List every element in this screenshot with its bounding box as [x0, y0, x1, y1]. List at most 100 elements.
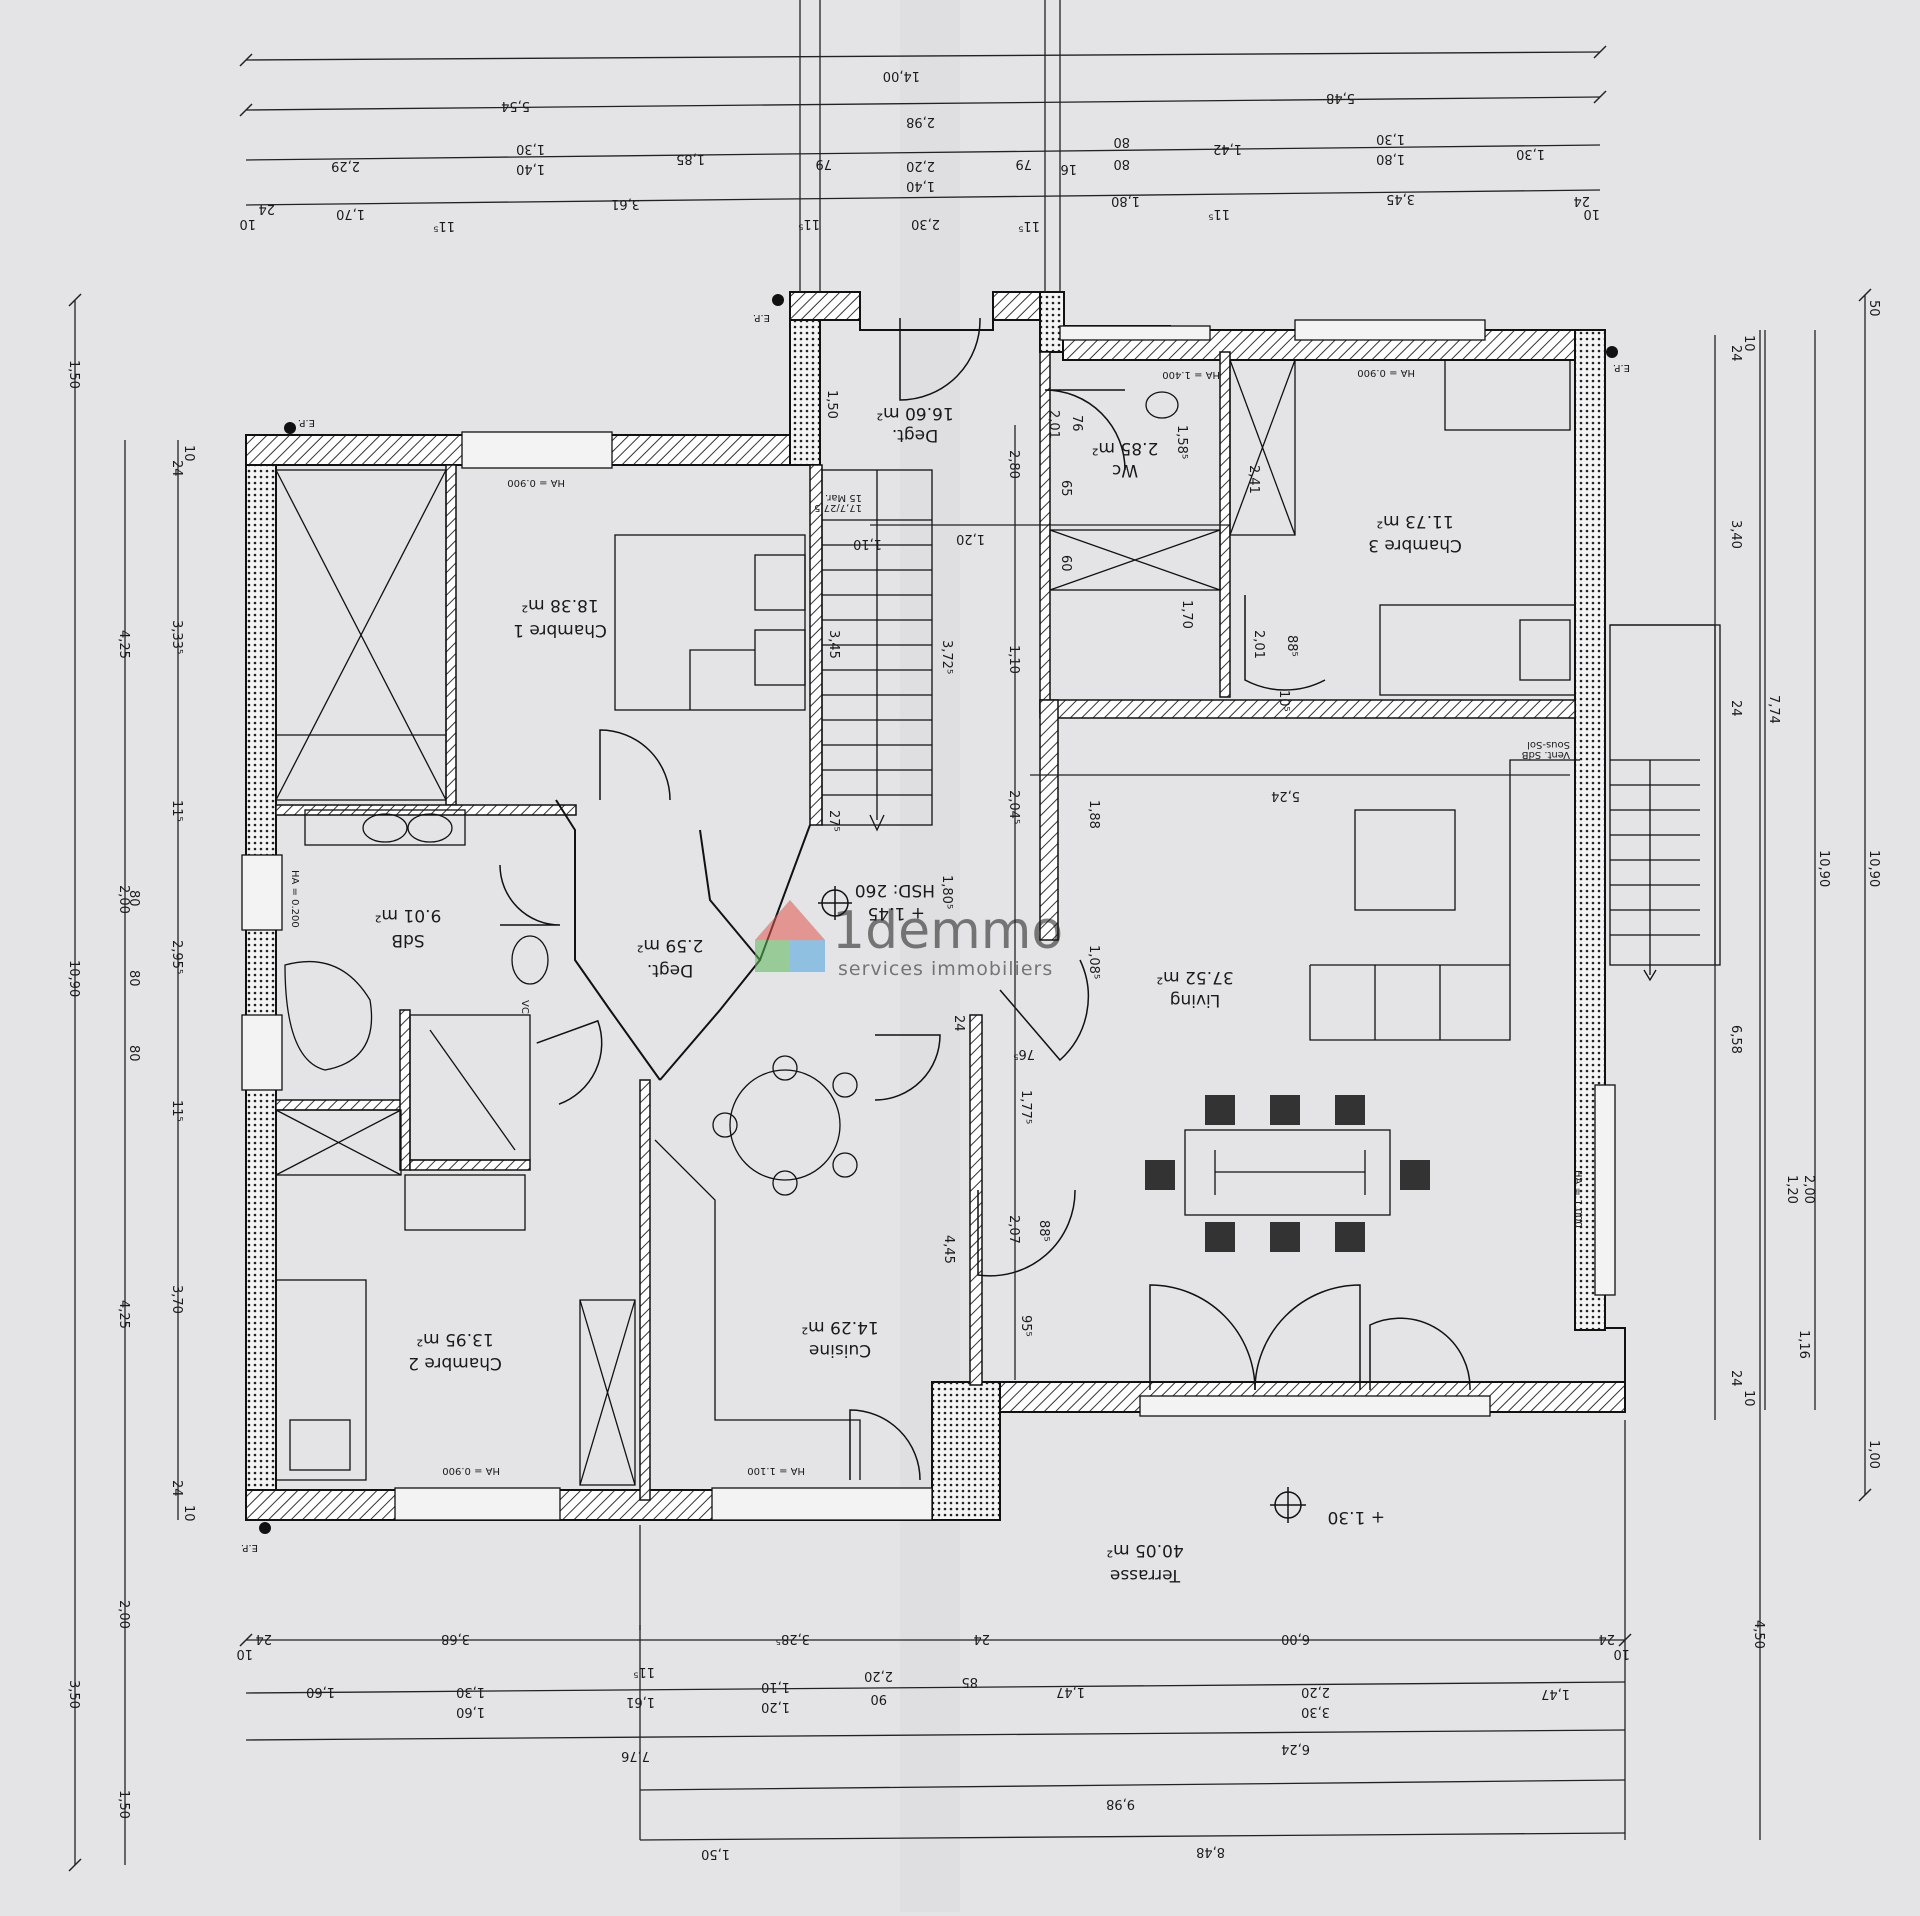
dim-left-c4-4: 2,95⁵: [169, 940, 184, 974]
dim-bot-row2-4: 1,61: [626, 1694, 655, 1709]
dim-left-c4-0: 10: [181, 445, 196, 462]
dim-top-row2-1: 2,98: [906, 114, 935, 129]
room-area-chambre3: 11.73 m²: [1376, 511, 1453, 531]
dim-top-row3-3: 1,85: [676, 151, 705, 166]
dim-bot-row2-3: 11⁵: [633, 1664, 655, 1679]
label-ha-chambre2: HA = 0.900: [442, 1465, 500, 1476]
dim-int-19: 10⁵: [1276, 690, 1291, 712]
dim-int-20: 5,24: [1271, 788, 1300, 803]
room-labels: Chambre 1 18.38 m² Chambre 2 13.95 m² Ch…: [375, 403, 1462, 1585]
dim-bot-row1-4: 24: [973, 1631, 990, 1646]
dim-bot-row2-12: 2,20: [1301, 1684, 1330, 1699]
watermark-brand: 1demmo: [832, 901, 1063, 961]
right-dimension-texts: 50 10,90 1,00 7,74 2,00 1,20 1,16 10 24 …: [1728, 300, 1881, 1649]
dim-left-c4-1: 24: [169, 460, 184, 477]
dim-int-24: 1,77⁵: [1018, 1090, 1033, 1124]
dim-left-c1-2: 3,50: [66, 1680, 81, 1709]
dim-int-27: 95⁵: [1018, 1315, 1033, 1337]
dim-right-c2-2: 1,20: [1784, 1175, 1799, 1204]
dim-top-row3-13: 1,30: [1376, 131, 1405, 146]
label-ep-bottomleft: E.P.: [241, 1542, 258, 1553]
dim-bot-row2-2: 1,60: [456, 1704, 485, 1719]
dim-right-c2-0: 7,74: [1766, 695, 1781, 724]
dim-top-row3-11: 1,42: [1213, 141, 1242, 156]
dim-left-c4-2: 3,33⁵: [169, 620, 184, 654]
dim-int-23: 76⁵: [1013, 1046, 1035, 1061]
dim-bot-row1-6: 24: [1598, 1631, 1615, 1646]
dim-int-4: 1,80⁵: [939, 875, 954, 909]
dim-top-row4-7: 11⁵: [1018, 218, 1040, 233]
room-area-degt-mid: 2.59 m²: [637, 935, 704, 955]
room-area-cuisine: 14.29 m²: [801, 1317, 878, 1337]
dim-int-13: 60: [1058, 555, 1073, 572]
dim-int-8: 1,10: [853, 536, 882, 551]
label-ha-wc: HA = 1.400: [1162, 369, 1220, 380]
dim-int-17: 2,01: [1251, 630, 1266, 659]
room-area-degt-top: 16.60 m²: [876, 403, 953, 423]
dim-int-7: 27⁵: [826, 810, 841, 832]
dim-top-row3-0: 2,29: [331, 158, 360, 173]
dim-bot-row2-5: 1,10: [761, 1679, 790, 1694]
dim-int-16: 1,70: [1179, 600, 1194, 629]
doors: [499, 317, 1471, 1481]
dim-top-row4-12: 10: [1583, 206, 1600, 221]
dim-bot-row1-2: 3,68: [441, 1631, 470, 1646]
small-labels: VC E.P. E.P. E.P. E.P. Vent. SdB Sous-So…: [241, 312, 1630, 1553]
label-stair-info: 15 Mar.: [825, 492, 862, 503]
dim-right-c3-1: 24: [1728, 345, 1743, 362]
dim-left-c1-0: 1,50: [66, 360, 81, 389]
dim-right-c2-3: 1,16: [1796, 1330, 1811, 1359]
dim-top-row4-8: 1,80: [1111, 193, 1140, 208]
label-ha-sdb: HA = 0.200: [289, 870, 300, 928]
dimension-lines: [74, 0, 1866, 1865]
dim-left-c4-8: 10: [181, 1505, 196, 1522]
label-ep-topleft: E.P.: [298, 417, 315, 428]
interior-dimension-texts: 1,50 2,80 1,10 2,04⁵ 1,80⁵ 3,72⁵ 3,45 27…: [824, 390, 1300, 1337]
dim-right-c1-1: 10,90: [1866, 850, 1881, 887]
dim-top-row2-2: 5,48: [1326, 90, 1355, 105]
label-ep-right: E.P.: [1613, 362, 1630, 373]
room-area-chambre1: 18.38 m²: [521, 595, 598, 615]
dim-bot-row1-0: 10: [236, 1646, 253, 1661]
dim-int-26: 88⁵: [1036, 1220, 1051, 1242]
dim-left-c4-7: 24: [169, 1480, 184, 1497]
dim-bot-row2-10: 1,47: [1056, 1684, 1085, 1699]
dim-bot-row5-0: 1,50: [701, 1846, 730, 1861]
dim-top-row3-12: 1,80: [1376, 151, 1405, 166]
dim-int-9: 1,20: [956, 531, 985, 546]
dim-left-c2-2: 4,25: [116, 1300, 131, 1329]
dim-bot-row2-11: 3,30: [1301, 1704, 1330, 1719]
dim-bot-row2-1: 1,30: [456, 1684, 485, 1699]
room-area-sdb: 9.01 m²: [375, 905, 442, 925]
dim-int-12: 65: [1058, 480, 1073, 497]
dim-top-row3-14: 1,30: [1516, 146, 1545, 161]
dim-left-c3-1: 80: [126, 970, 141, 987]
bottom-dimension-texts: 10 24 3,68 3,28⁵ 24 6,00 24 10 1,60 1,30…: [236, 1631, 1630, 1861]
room-name-degt-top: Degt.: [892, 425, 938, 445]
dim-top-row3-4: 79: [815, 156, 832, 171]
dim-left-c2-1: 2,00: [116, 885, 131, 914]
dim-right-c3-2: 3,40: [1728, 520, 1743, 549]
dim-top-row3-9: 80: [1113, 156, 1130, 171]
dim-left-c2-0: 4,25: [116, 630, 131, 659]
label-ep-top: E.P.: [753, 312, 770, 323]
room-area-chambre2: 13.95 m²: [416, 1329, 493, 1349]
label-ha-chambre3: HA = 0.900: [1357, 367, 1415, 378]
dim-top-row4-4: 3,61: [611, 196, 640, 211]
dim-int-15: 2,41: [1246, 465, 1261, 494]
dim-right-c3-0: 10: [1741, 335, 1756, 352]
dim-right-c1-2: 1,00: [1866, 1440, 1881, 1469]
dim-left-c4-6: 3,70: [169, 1285, 184, 1314]
dim-right-c3-6: 10: [1741, 1390, 1756, 1407]
dim-bot-row2-7: 90: [870, 1691, 887, 1706]
left-dimension-texts: 1,50 10,90 3,50 4,25 2,00 4,25 2,00 1,50…: [66, 360, 196, 1819]
dim-int-21: 1,88: [1086, 800, 1101, 829]
dim-top-row4-0: 10: [239, 216, 256, 231]
staircase: [821, 469, 933, 832]
dim-left-c3-0: 80: [126, 890, 141, 907]
dim-top-row4-11: 24: [1573, 193, 1590, 208]
room-name-degt-mid: Degt.: [647, 960, 693, 980]
label-vc: VC: [519, 1000, 530, 1014]
dim-int-0: 1,50: [824, 390, 839, 419]
